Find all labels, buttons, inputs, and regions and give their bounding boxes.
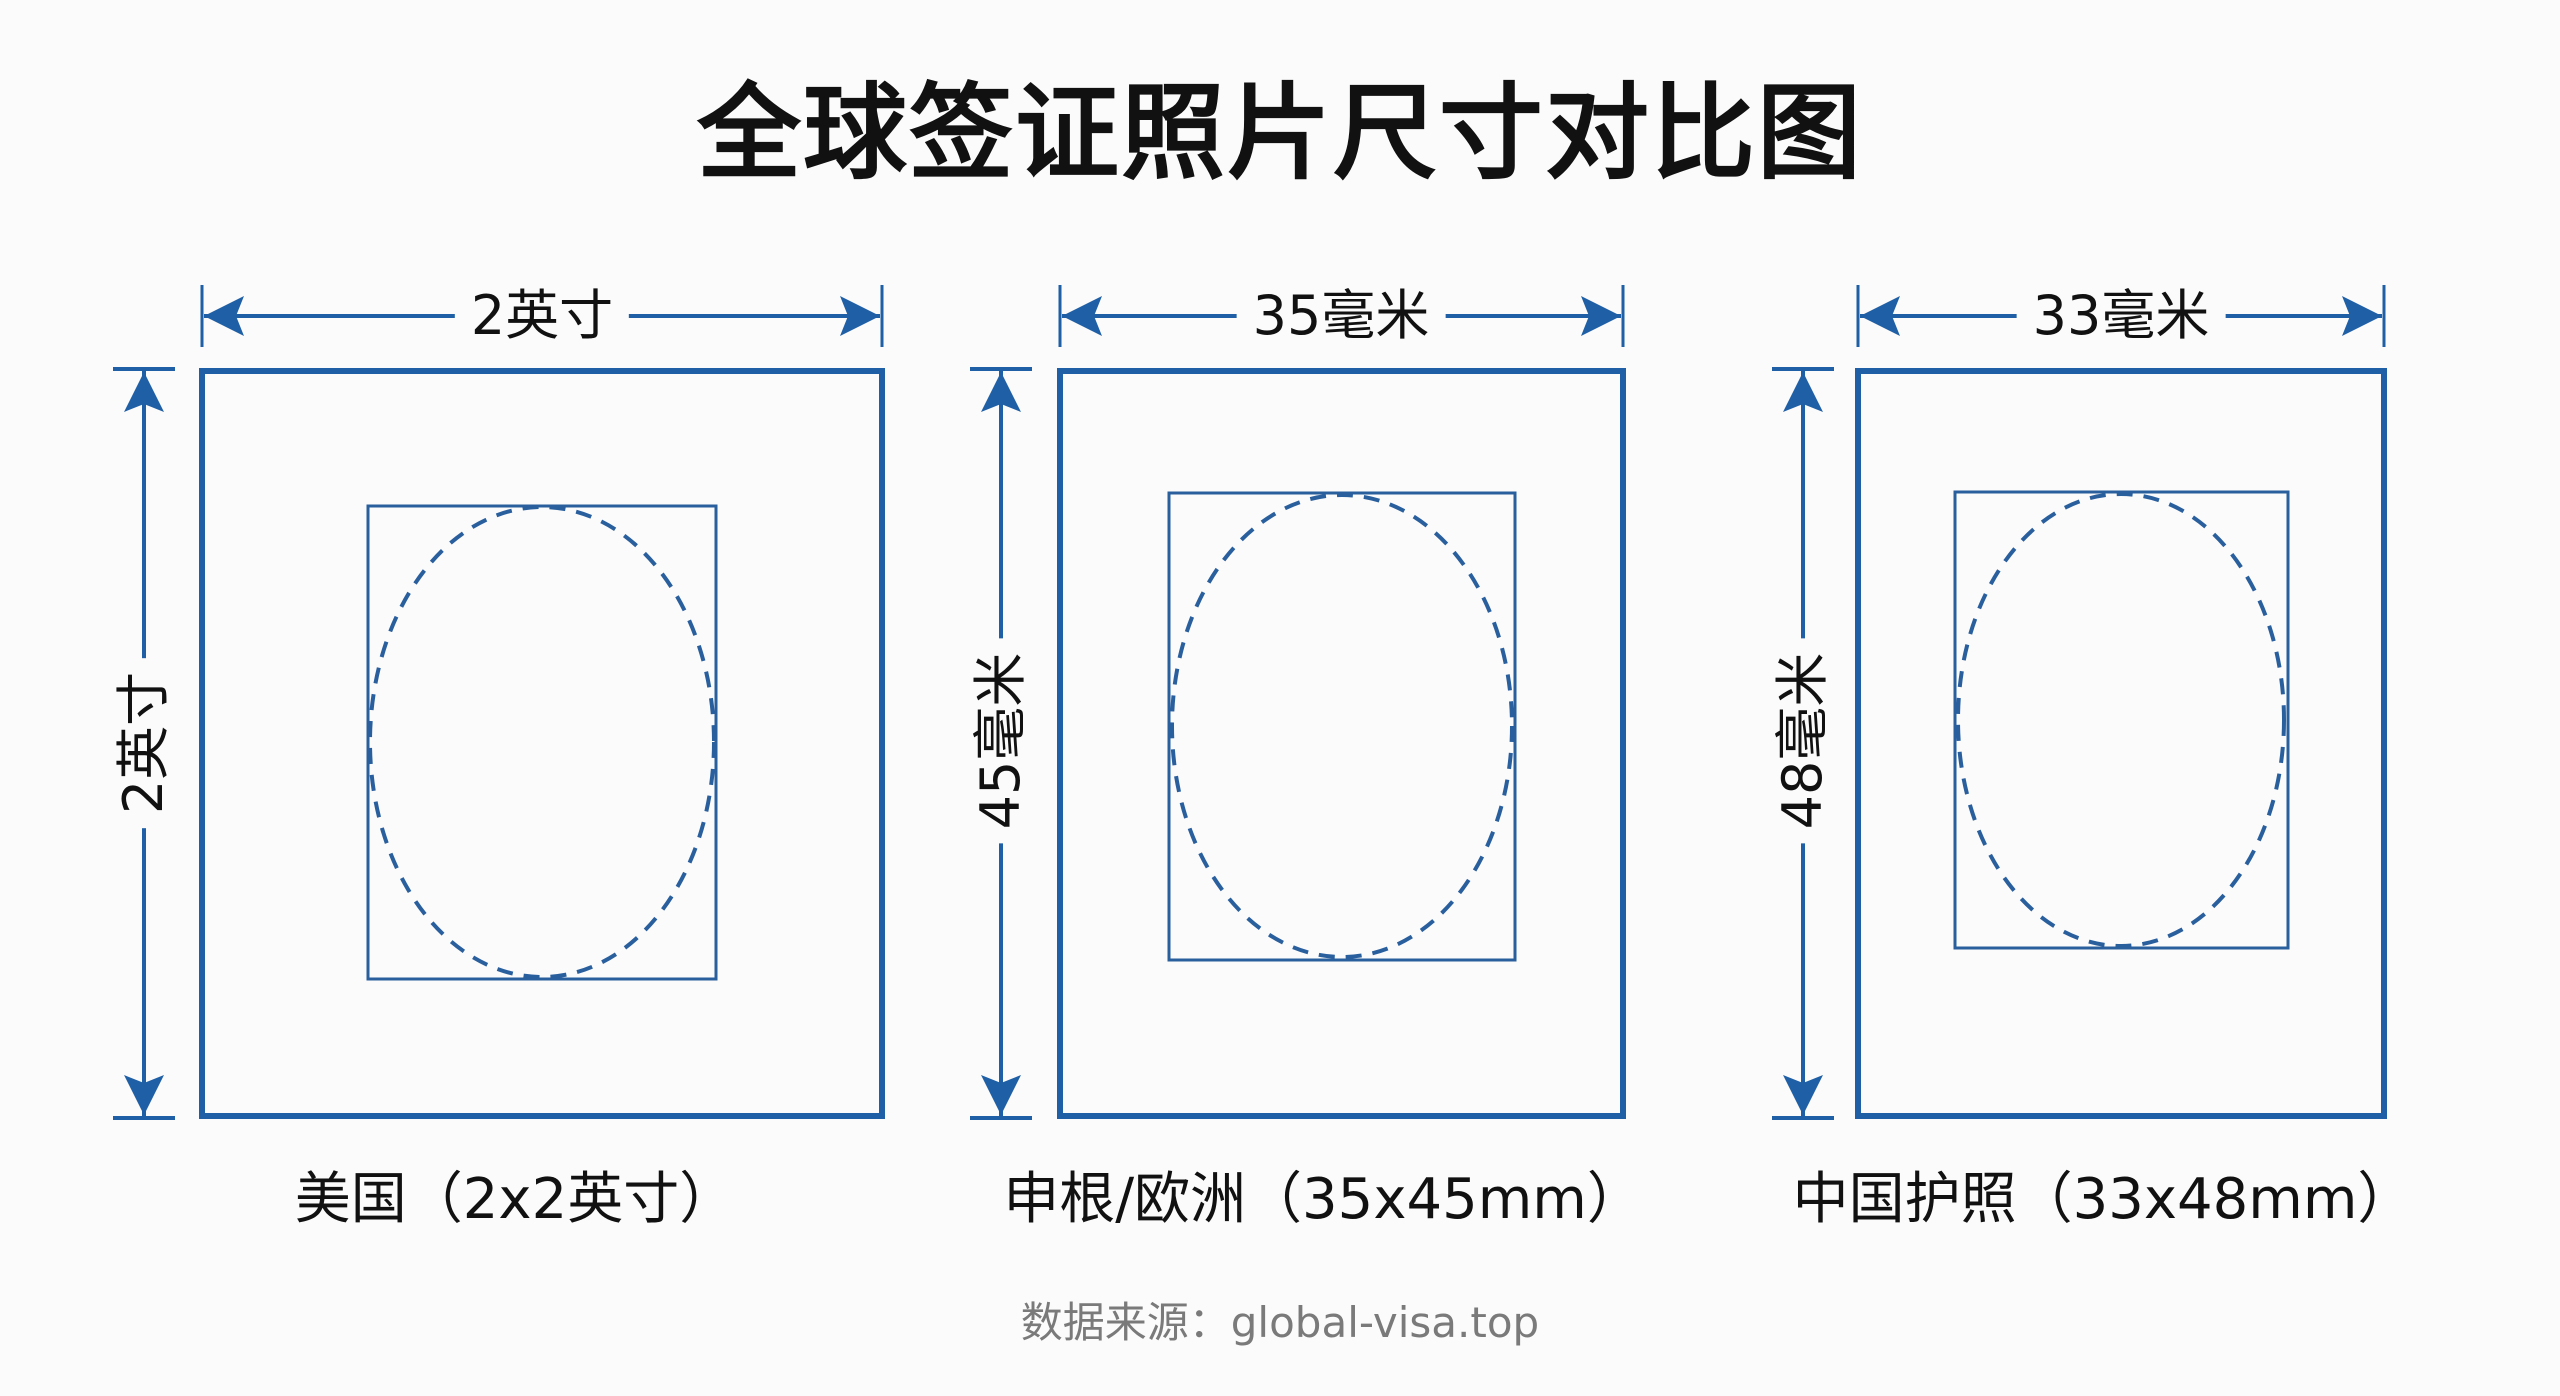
caption-schengen: 申根/欧洲（35x45mm） — [1003, 1167, 1643, 1232]
caption-china: 中国护照（33x48mm） — [1792, 1167, 2414, 1232]
height-label-china: 48毫米 — [1771, 638, 1834, 844]
height-label-usa: 2英寸 — [112, 657, 175, 829]
face-oval — [1956, 492, 2286, 948]
outer-frame — [1855, 368, 2387, 1119]
caption-usa: 美国（2x2英寸） — [294, 1167, 736, 1232]
face-oval — [368, 505, 716, 979]
data-source-note: 数据来源：global-visa.top — [1020, 1298, 1540, 1347]
photo-china — [1772, 285, 2387, 1120]
face-oval — [1170, 493, 1514, 959]
head-area-box — [1953, 490, 2290, 950]
photo-schengen — [970, 285, 1626, 1120]
outer-frame — [199, 368, 885, 1119]
height-label-schengen: 45毫米 — [969, 638, 1032, 844]
width-label-china: 33毫米 — [2016, 286, 2226, 346]
width-label-usa: 2英寸 — [454, 286, 630, 346]
photo-usa — [113, 285, 885, 1120]
outer-frame — [1057, 368, 1626, 1119]
page-title: 全球签证照片尺寸对比图 — [696, 72, 1863, 194]
head-area-box — [366, 504, 718, 981]
width-label-schengen: 35毫米 — [1236, 286, 1446, 346]
